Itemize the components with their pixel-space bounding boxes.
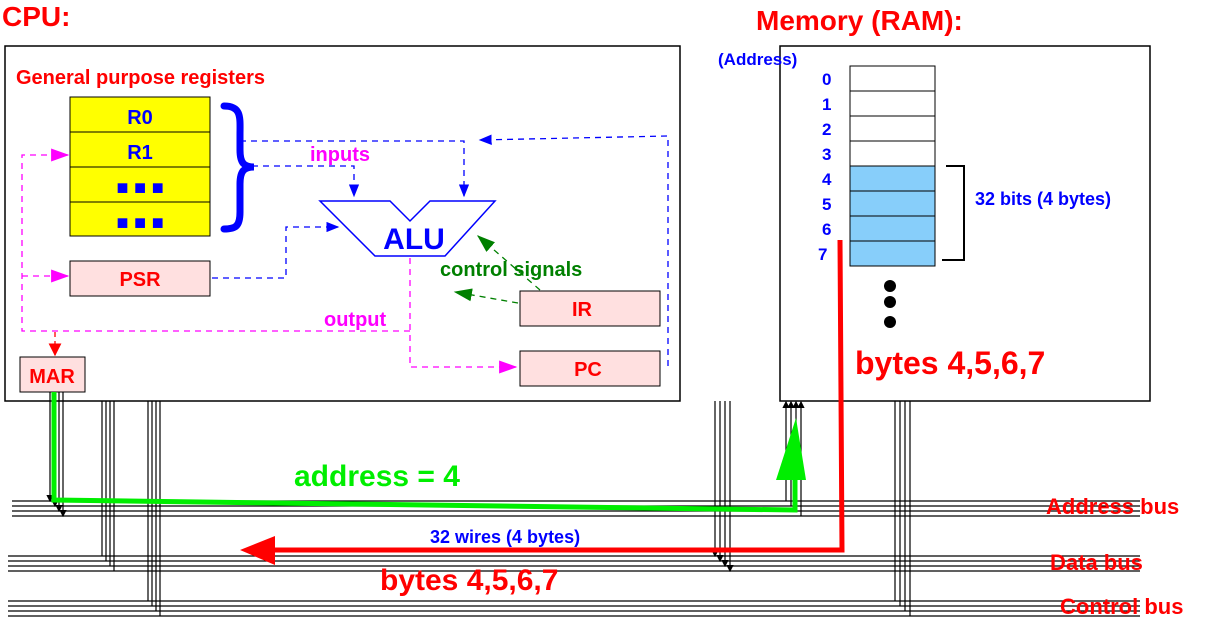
address-bus-label: Address bus bbox=[1046, 494, 1179, 519]
data-value-label: bytes 4,5,6,7 bbox=[380, 564, 558, 597]
memory-cell[interactable] bbox=[849, 165, 936, 192]
memory-address-label: 6 bbox=[822, 220, 831, 239]
register-r0[interactable] bbox=[69, 96, 211, 133]
brace-icon bbox=[220, 102, 255, 233]
mar-label: MAR bbox=[29, 366, 75, 388]
memory-address-label: 2 bbox=[822, 120, 831, 139]
memory-address-label: 7 bbox=[818, 245, 827, 264]
memory-cell[interactable] bbox=[849, 115, 936, 142]
address-header: (Address) bbox=[718, 50, 797, 69]
cpu-title: CPU: bbox=[2, 1, 70, 32]
register-more-2[interactable] bbox=[69, 201, 211, 237]
word-size-label: 32 bits (4 bytes) bbox=[975, 189, 1111, 209]
alu-shape bbox=[318, 200, 497, 257]
data-width-label: 32 wires (4 bytes) bbox=[430, 527, 580, 547]
output-label: output bbox=[324, 309, 387, 331]
control-bus-label: Control bus bbox=[1060, 594, 1183, 617]
psr-register[interactable] bbox=[69, 260, 211, 297]
memory-cell[interactable] bbox=[849, 140, 936, 167]
bus-lines bbox=[8, 392, 1140, 617]
memory-cell[interactable] bbox=[849, 90, 936, 117]
address-value-label: address = 4 bbox=[294, 460, 460, 493]
pc-register[interactable] bbox=[519, 350, 661, 387]
memory-bytes-label: bytes 4,5,6,7 bbox=[855, 345, 1045, 381]
address-path bbox=[51, 392, 798, 513]
gpr-label: General purpose registers bbox=[16, 67, 265, 89]
inputs-label: inputs bbox=[310, 144, 370, 166]
register-r1[interactable] bbox=[69, 131, 211, 168]
memory-address-label: 3 bbox=[822, 145, 831, 164]
register-more-label: ■ ■ ■ bbox=[116, 177, 163, 199]
alu-label: ALU bbox=[383, 223, 445, 256]
memory-cell[interactable] bbox=[849, 65, 936, 92]
ellipsis-dot bbox=[884, 316, 896, 328]
register-more-label: ■ ■ ■ bbox=[116, 212, 163, 234]
memory-address-label: 4 bbox=[822, 170, 832, 189]
data-bus-label: Data bus bbox=[1050, 550, 1143, 575]
address-arrowhead-icon bbox=[776, 418, 806, 480]
ir-label: IR bbox=[572, 299, 593, 321]
memory-address-label: 5 bbox=[822, 195, 831, 214]
psr-label: PSR bbox=[119, 269, 161, 291]
register-more-1[interactable] bbox=[69, 166, 211, 203]
pc-label: PC bbox=[574, 359, 602, 381]
memory-address-label: 1 bbox=[822, 95, 831, 114]
memory-title: Memory (RAM): bbox=[756, 5, 963, 36]
register-r0-label: R0 bbox=[127, 107, 153, 129]
control-signals-label: control signals bbox=[440, 259, 582, 281]
data-arrowhead-icon bbox=[240, 536, 275, 565]
ellipsis-dot bbox=[884, 296, 896, 308]
ir-register[interactable] bbox=[519, 290, 661, 327]
word-bracket bbox=[942, 165, 965, 261]
memory-cell[interactable] bbox=[849, 215, 936, 242]
mar-register[interactable] bbox=[19, 356, 86, 393]
ellipsis-dot bbox=[884, 280, 896, 292]
register-r1-label: R1 bbox=[127, 142, 153, 164]
data-path bbox=[275, 239, 845, 553]
memory-cell[interactable] bbox=[849, 240, 936, 267]
register-file: R0 R1 ■ ■ ■ ■ ■ ■ bbox=[69, 96, 211, 237]
memory-address-label: 0 bbox=[822, 70, 831, 89]
memory-cells: 0 1 2 3 4 5 6 7 bbox=[818, 65, 936, 267]
memory-cell[interactable] bbox=[849, 190, 936, 217]
